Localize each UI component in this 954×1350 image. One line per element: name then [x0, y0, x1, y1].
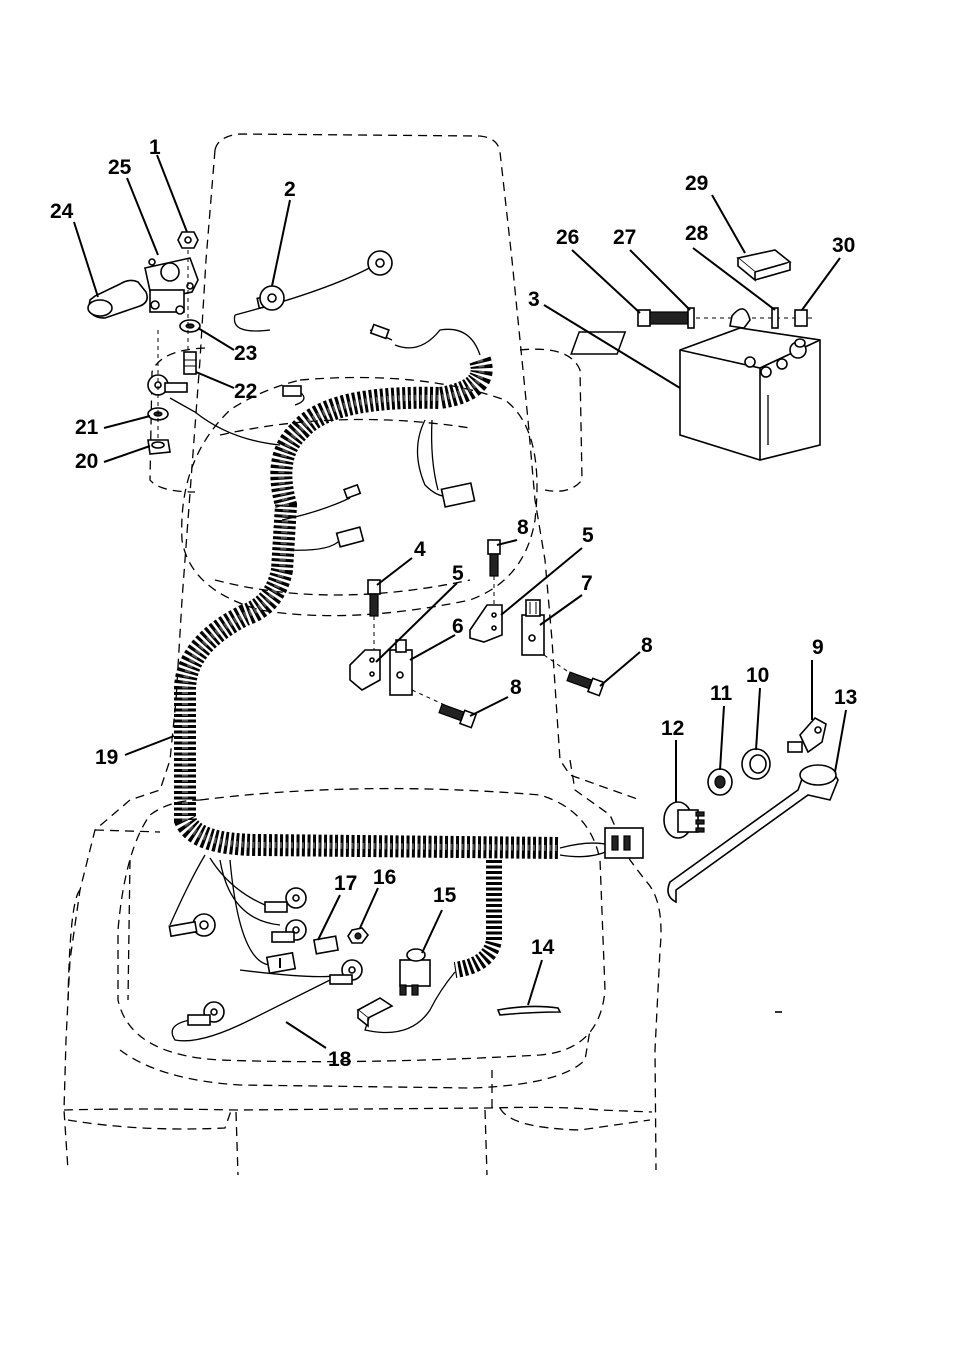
- callout-20: 20: [75, 450, 98, 473]
- callout-8-bottom: 8: [510, 676, 522, 699]
- callout-13: 13: [834, 686, 857, 709]
- battery-hardware: [638, 250, 815, 328]
- callout-17: 17: [334, 872, 357, 895]
- callout-1: 1: [149, 136, 161, 159]
- callout-25: 25: [108, 156, 132, 179]
- callout-7: 7: [581, 572, 593, 595]
- callout-30: 30: [832, 234, 855, 257]
- callout-9: 9: [812, 636, 824, 659]
- callout-5-right: 5: [582, 524, 594, 547]
- harness-coil-branch: [455, 860, 494, 970]
- starter-solenoid: [145, 258, 198, 314]
- callout-29: 29: [685, 172, 708, 195]
- callout-27: 27: [613, 226, 636, 249]
- callout-4: 4: [414, 538, 426, 561]
- callout-21: 21: [75, 416, 99, 439]
- callout-3: 3: [528, 288, 540, 311]
- callout-8-top: 8: [517, 516, 529, 539]
- callout-18: 18: [328, 1048, 352, 1071]
- callout-10: 10: [746, 664, 769, 687]
- callout-26: 26: [556, 226, 579, 249]
- callout-2: 2: [284, 178, 296, 201]
- callout-23: 23: [234, 342, 257, 365]
- callout-16: 16: [373, 866, 396, 889]
- callout-6: 6: [452, 615, 464, 638]
- callout-28: 28: [685, 222, 709, 245]
- callout-19: 19: [95, 746, 118, 769]
- ignition-parts: [664, 718, 838, 902]
- callout-11: 11: [710, 682, 733, 705]
- solenoid-boot: [88, 280, 147, 318]
- switch-brackets: [350, 540, 604, 728]
- callout-22: 22: [234, 380, 257, 403]
- callout-24: 24: [50, 200, 74, 223]
- callout-5-left: 5: [452, 562, 464, 585]
- callout-14: 14: [531, 936, 555, 959]
- battery: [571, 328, 820, 460]
- callout-12: 12: [661, 717, 684, 740]
- callout-15: 15: [433, 884, 457, 907]
- callout-8-right: 8: [641, 634, 653, 657]
